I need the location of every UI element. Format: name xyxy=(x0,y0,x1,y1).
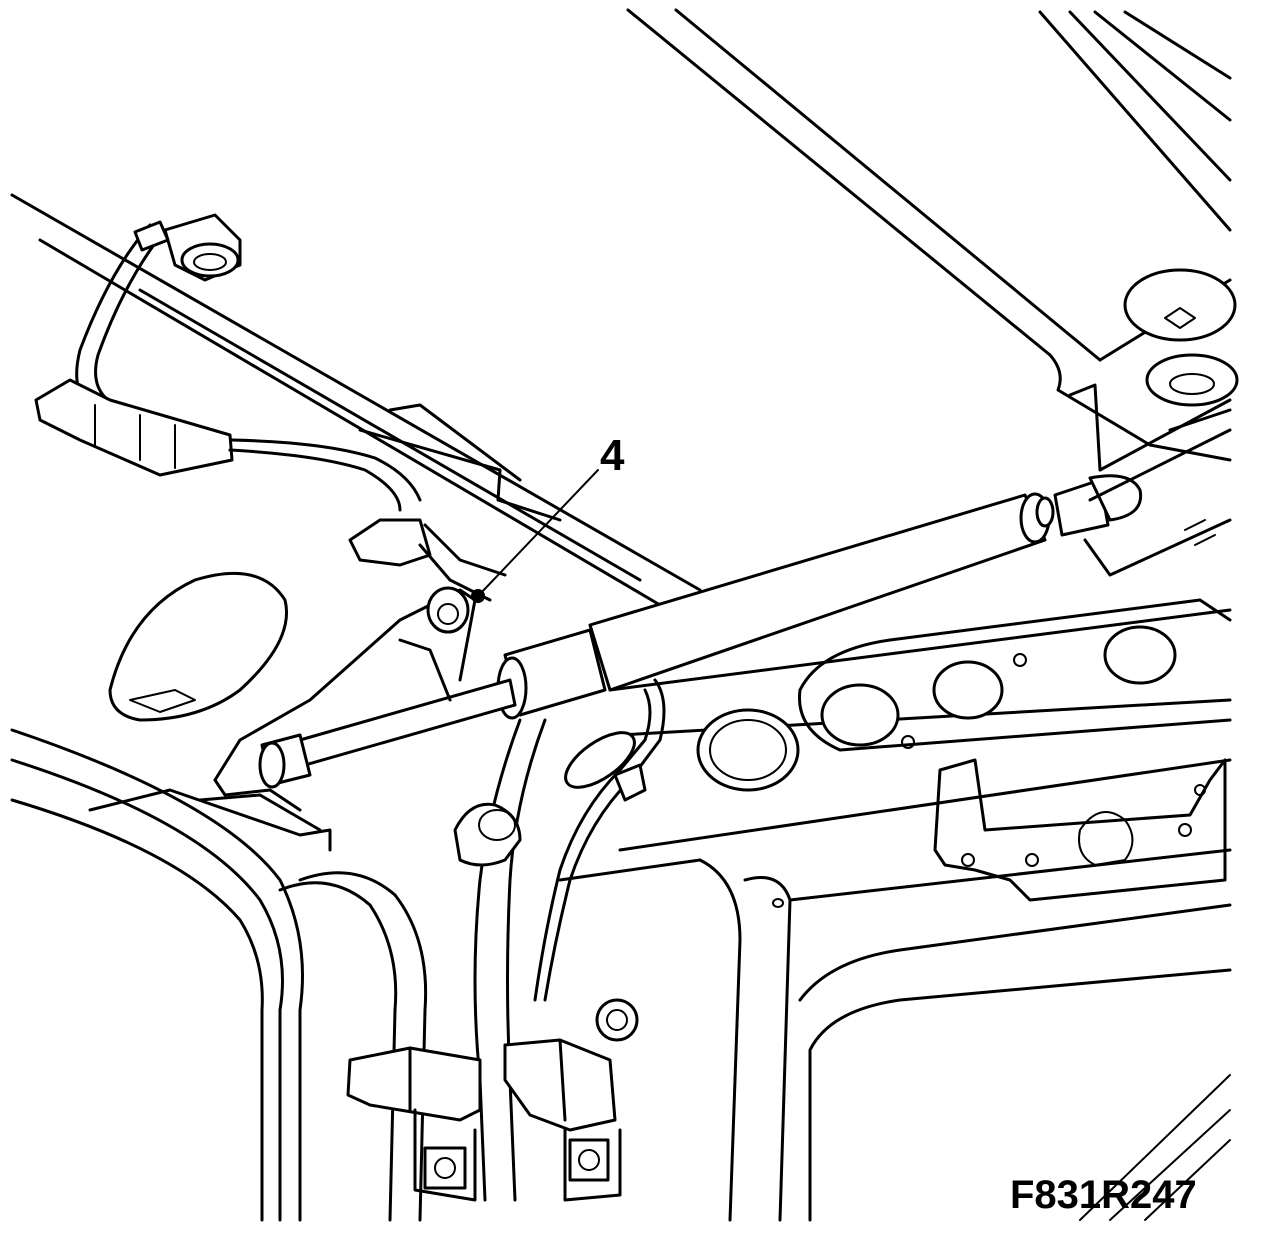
trunk-opening-frame xyxy=(10,728,428,1222)
central-frame xyxy=(213,586,1232,1222)
callout-4: 4 xyxy=(471,431,625,603)
upper-panel-edges xyxy=(626,8,1232,447)
lower-mounting-blocks xyxy=(346,1038,622,1202)
lower-right-hatching xyxy=(1079,1074,1231,1221)
upper-left-beam xyxy=(10,193,702,607)
figure-reference-code: F831R247 xyxy=(1010,1173,1197,1217)
gas-strut xyxy=(258,474,1143,789)
ground-nut xyxy=(163,213,242,282)
wire-harness xyxy=(34,220,507,602)
right-mounting-discs xyxy=(1123,268,1239,407)
right-hinge-bracket xyxy=(1068,383,1232,577)
callout-4-dot xyxy=(471,589,485,603)
lower-crossmember xyxy=(608,598,1232,792)
callout-4-label: 4 xyxy=(600,431,625,480)
keyhole-plate xyxy=(933,758,1227,902)
left-access-hole xyxy=(108,571,288,722)
